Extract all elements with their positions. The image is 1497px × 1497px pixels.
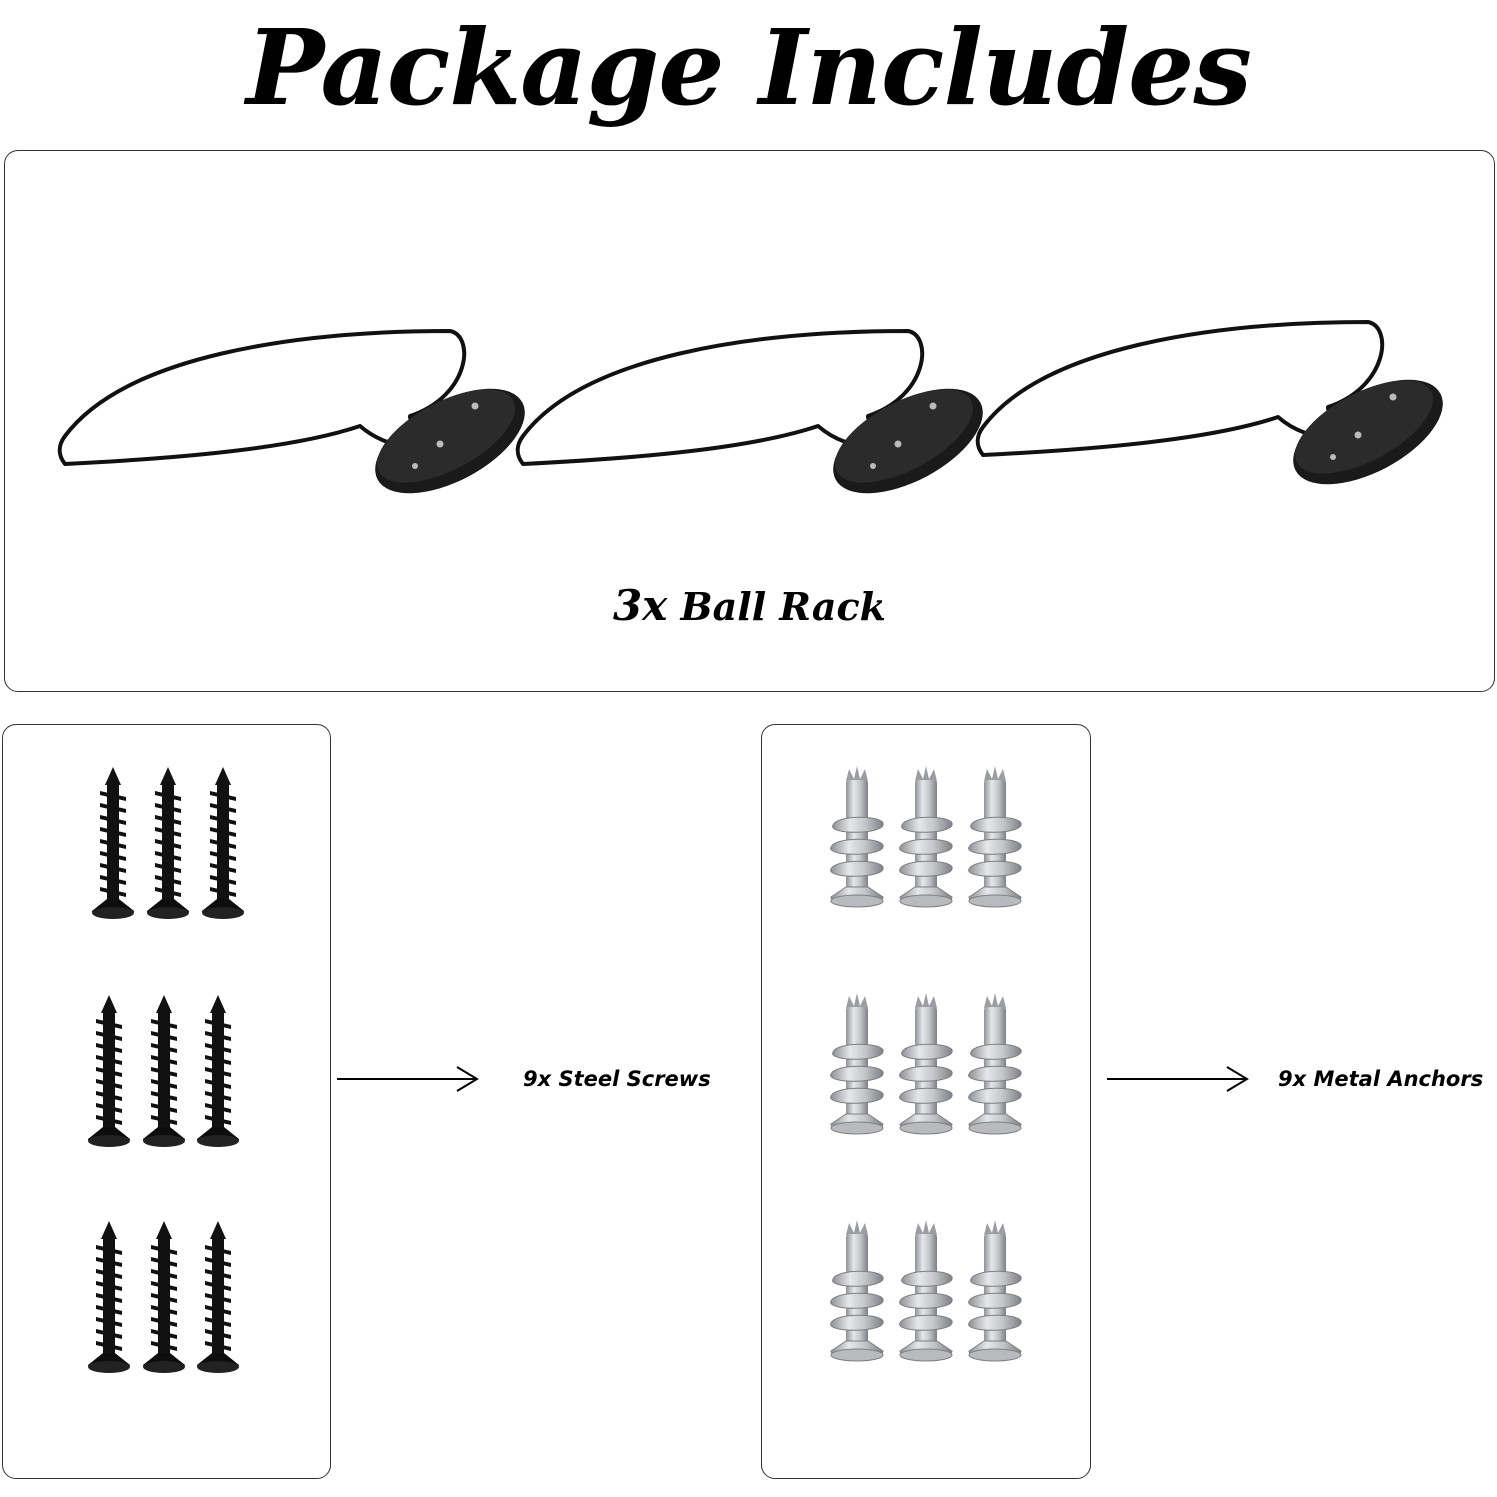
wall-anchor-icon	[899, 992, 953, 1135]
screw-icon	[142, 1221, 186, 1373]
metal-anchors-label: 9x Metal Anchors	[1278, 1067, 1484, 1091]
ball-rack-icon	[57, 329, 544, 517]
steel-screws-grid	[87, 767, 245, 1373]
arrow-right-icon	[1107, 1066, 1249, 1092]
wall-anchor-icon	[968, 765, 1022, 908]
wall-anchor-icon	[830, 1219, 884, 1362]
ball-rack-icon	[515, 329, 1002, 517]
wall-anchor-icon	[968, 992, 1022, 1135]
ball-rack-name: Ball Rack	[680, 584, 886, 629]
arrow-right-icon	[337, 1066, 479, 1092]
metal-anchors-panel	[761, 724, 1091, 1479]
ball-rack-caption: 3x Ball Rack	[5, 581, 1494, 632]
ball-rack-quantity: 3x	[613, 581, 668, 630]
page-title: Package Includes	[246, 6, 1252, 129]
ball-rack-icon	[975, 320, 1462, 508]
screw-icon	[146, 767, 190, 919]
wall-anchor-icon	[830, 992, 884, 1135]
wall-anchor-icon	[830, 765, 884, 908]
steel-screws-panel	[2, 724, 331, 1479]
screw-icon	[196, 1221, 240, 1373]
metal-anchors-grid	[830, 765, 1022, 1362]
wall-anchor-icon	[899, 1219, 953, 1362]
screw-icon	[142, 995, 186, 1147]
screw-icon	[87, 1221, 131, 1373]
screw-icon	[201, 767, 245, 919]
ball-rack-panel: 3x Ball Rack	[4, 150, 1495, 692]
screw-icon	[196, 995, 240, 1147]
wall-anchor-icon	[968, 1219, 1022, 1362]
screw-icon	[87, 995, 131, 1147]
wall-anchor-icon	[899, 765, 953, 908]
screw-icon	[91, 767, 135, 919]
steel-screws-label: 9x Steel Screws	[523, 1067, 711, 1091]
